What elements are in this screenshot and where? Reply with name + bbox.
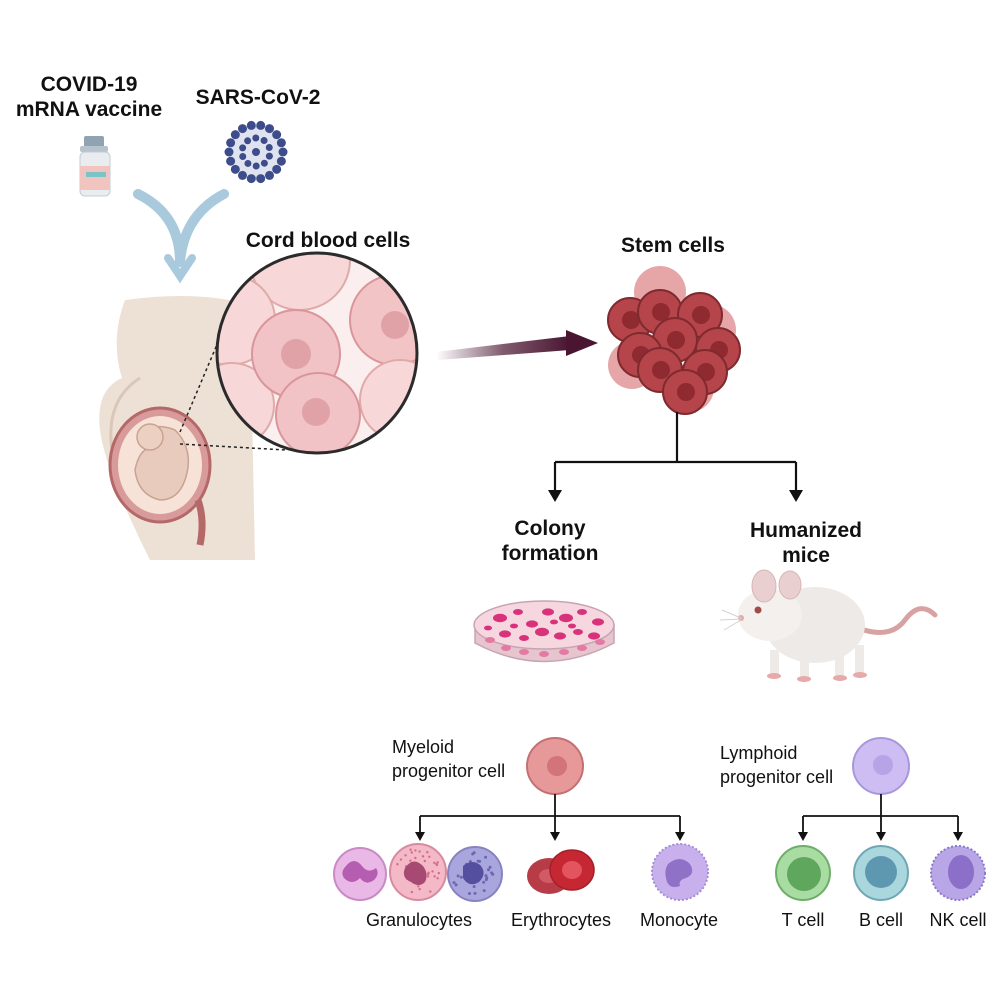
myeloid-branch-connector [420,794,680,836]
arrowhead-mice [789,490,803,502]
granulocyte-neutrophil-icon [334,848,386,900]
sars-cov-2-virus-icon [225,121,288,183]
colony-label-line1: Colony [514,517,585,540]
mice-label-line1: Humanized [750,519,862,542]
transfer-arrow-icon [436,330,598,360]
arrowhead-colony [548,490,562,502]
granulocytes-label: Granulocytes [366,910,472,930]
erythrocytes-label: Erythrocytes [511,910,611,930]
t-cell-icon [776,846,830,900]
colony-label-line2: formation [502,542,599,565]
lymphoid-branch-connector [803,794,958,836]
nk-cell-icon [931,846,985,900]
b-cell-label: B cell [859,910,903,930]
granulocyte-eosinophil-icon [390,844,446,900]
converging-arrow-icon [138,194,224,276]
vaccine-label-line1: COVID-19 [41,73,138,96]
monocyte-icon [652,844,708,900]
petri-dish-icon [474,601,614,662]
b-cell-icon [854,846,908,900]
stem-cell-cluster-icon [608,266,740,414]
stem-cell-branch-connector [555,412,796,494]
granulocyte-basophil-icon [448,847,502,901]
cord-blood-label: Cord blood cells [246,229,411,252]
lymphoid-label-line1: Lymphoid [720,743,797,763]
myeloid-progenitor-cell-icon [527,738,583,794]
erythrocytes-icon [527,850,594,894]
vaccine-vial-icon [80,136,110,196]
lymphoid-progenitor-cell-icon [853,738,909,794]
vaccine-label-line2: mRNA vaccine [16,98,162,121]
myeloid-arrowheads [415,832,685,841]
mice-label-line2: mice [782,544,830,567]
stem-cells-label: Stem cells [621,234,725,257]
mouse-illustration [720,570,935,682]
monocyte-label: Monocyte [640,910,718,930]
t-cell-label: T cell [782,910,825,930]
lymphoid-label-line2: progenitor cell [720,767,833,787]
virus-label: SARS-CoV-2 [196,86,321,109]
myeloid-label-line1: Myeloid [392,737,454,757]
myeloid-label-line2: progenitor cell [392,761,505,781]
nk-cell-label: NK cell [929,910,986,930]
lymphoid-arrowheads [798,832,963,841]
